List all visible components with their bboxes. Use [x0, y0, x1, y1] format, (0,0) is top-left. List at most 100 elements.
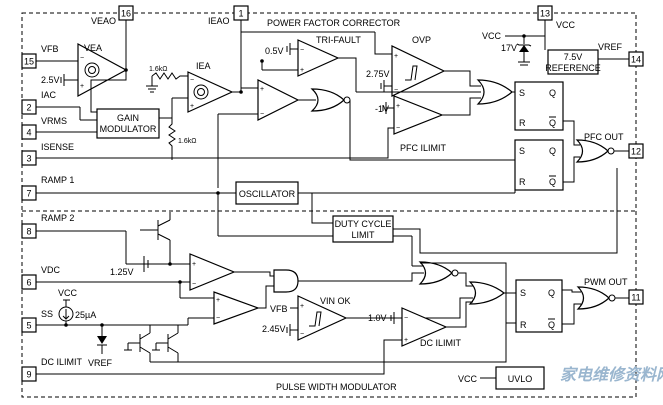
svg-text:DUTY CYCLE: DUTY CYCLE — [335, 219, 392, 229]
label-pwm-out: PWM OUT — [584, 277, 628, 287]
ovp-label: OVP — [412, 35, 431, 45]
svg-text:+: + — [216, 297, 220, 304]
svg-text:14: 14 — [631, 55, 641, 65]
label-vcc-top: VCC — [556, 20, 576, 30]
chip-boundary — [21, 12, 637, 398]
label-dc-ilimit: DC ILIMIT — [41, 357, 83, 367]
pin-13: 13 — [537, 5, 553, 21]
svg-text:Q: Q — [548, 320, 555, 330]
pfc-ilimit-comparator: + − — [393, 95, 444, 135]
svg-text:8: 8 — [26, 227, 31, 237]
vcc-zener-label: VCC — [482, 31, 502, 41]
pwm-comparator-upper: + − — [189, 253, 236, 291]
svg-text:+: + — [80, 83, 84, 90]
iea-amplifier: − + — [187, 71, 234, 113]
svg-text:S: S — [519, 88, 525, 98]
svg-text:Q: Q — [549, 146, 556, 156]
svg-text:R: R — [520, 320, 527, 330]
zener-17v: 17V — [501, 43, 517, 53]
svg-text:+: + — [396, 103, 400, 110]
svg-text:−: − — [396, 125, 400, 132]
vin-ok-comparator: + − — [297, 295, 348, 341]
svg-text:6: 6 — [26, 278, 31, 288]
label-ramp1: RAMP 1 — [41, 175, 74, 185]
pin-9: 9 — [21, 366, 37, 382]
vea-label: VEA — [84, 43, 102, 53]
svg-text:−: − — [404, 315, 408, 322]
svg-text:5: 5 — [26, 321, 31, 331]
watermark-text: 家电维修资料网 — [560, 366, 663, 384]
pin-7: 7 — [21, 185, 37, 201]
pwm-section-title: PULSE WIDTH MODULATOR — [276, 382, 397, 392]
tri-fault-comparator: − + — [297, 39, 340, 77]
svg-text:12: 12 — [631, 147, 641, 157]
label-vrms: VRMS — [41, 116, 67, 126]
svg-text:9: 9 — [26, 370, 31, 380]
ss-current-25ua: 25µA — [75, 310, 96, 320]
label-ramp2: RAMP 2 — [41, 213, 74, 223]
svg-text:+: + — [190, 103, 194, 110]
vin-ok-label: VIN OK — [320, 296, 351, 306]
svg-text:+: + — [300, 303, 304, 310]
label-ieao: IEAO — [208, 16, 230, 26]
pin-4: 4 — [21, 124, 37, 140]
svg-text:−: − — [300, 47, 304, 54]
label-vdc: VDC — [41, 265, 61, 275]
label-isense: ISENSE — [41, 142, 74, 152]
pin-14: 14 — [628, 51, 644, 67]
dc-ilimit-comparator: − + — [401, 307, 448, 347]
pin-3: 3 — [21, 150, 37, 166]
label-ss: SS — [41, 309, 53, 319]
svg-text:Q: Q — [549, 118, 556, 128]
svg-text:−: − — [394, 87, 398, 94]
vea-ref-2v5: 2.5V — [41, 75, 60, 85]
svg-text:REFERENCE: REFERENCE — [545, 63, 601, 73]
reference-block: 7.5V REFERENCE — [545, 49, 601, 75]
pfc-flipflop-top: S R Q Q — [514, 81, 564, 131]
svg-text:7.5V: 7.5V — [564, 52, 583, 62]
svg-text:+: + — [192, 261, 196, 268]
pfc-ilimit-label: PFC ILIMIT — [400, 143, 447, 153]
svg-text:−: − — [190, 77, 194, 84]
svg-text:13: 13 — [540, 9, 550, 19]
pin-11: 11 — [628, 289, 644, 305]
iea-label: IEA — [196, 61, 211, 71]
svg-text:+: + — [260, 86, 264, 93]
svg-text:LIMIT: LIMIT — [351, 230, 375, 240]
svg-text:+: + — [394, 53, 398, 60]
vea-amplifier: − + — [77, 42, 128, 98]
svg-text:4: 4 — [26, 128, 31, 138]
pin-15: 15 — [21, 53, 37, 69]
pfc-out-driver — [575, 139, 615, 163]
pin-8: 8 — [21, 223, 37, 239]
svg-text:−: − — [80, 55, 84, 62]
vin-ok-ref-2v45: 2.45V — [262, 324, 286, 334]
ovp-comparator: + − — [391, 45, 446, 97]
resistor-1k6-bot: 1.6kΩ — [178, 138, 196, 145]
vin-ok-vfb: VFB — [270, 304, 288, 314]
pwm-or-gate — [468, 281, 505, 305]
ss-diode — [97, 325, 107, 354]
label-iac: IAC — [41, 90, 57, 100]
pfc-flipflop-bottom: S R Q Q — [514, 139, 564, 191]
label-veao: VEAO — [91, 16, 116, 26]
pfc-section-title: POWER FACTOR CORRECTOR — [267, 18, 401, 28]
ovp-ref-2v75: 2.75V — [366, 69, 390, 79]
pin-16: 16 — [118, 5, 134, 21]
svg-text:15: 15 — [24, 57, 34, 67]
pwm-comparator-lower: + − — [213, 291, 260, 325]
uvlo-vcc-label: VCC — [458, 374, 478, 384]
ss-vref-label: VREF — [88, 358, 113, 368]
svg-text:−: − — [216, 315, 220, 322]
pwm-out-driver — [576, 286, 616, 310]
svg-text:Q: Q — [549, 177, 556, 187]
ramp2-ref-1v25: 1.25V — [110, 267, 134, 277]
svg-text:Q: Q — [548, 288, 555, 298]
svg-text:OSCILLATOR: OSCILLATOR — [239, 189, 296, 199]
ramp2-transistor — [140, 219, 171, 241]
svg-text:S: S — [520, 288, 526, 298]
svg-text:+: + — [404, 337, 408, 344]
ss-vcc-label: VCC — [58, 288, 78, 298]
